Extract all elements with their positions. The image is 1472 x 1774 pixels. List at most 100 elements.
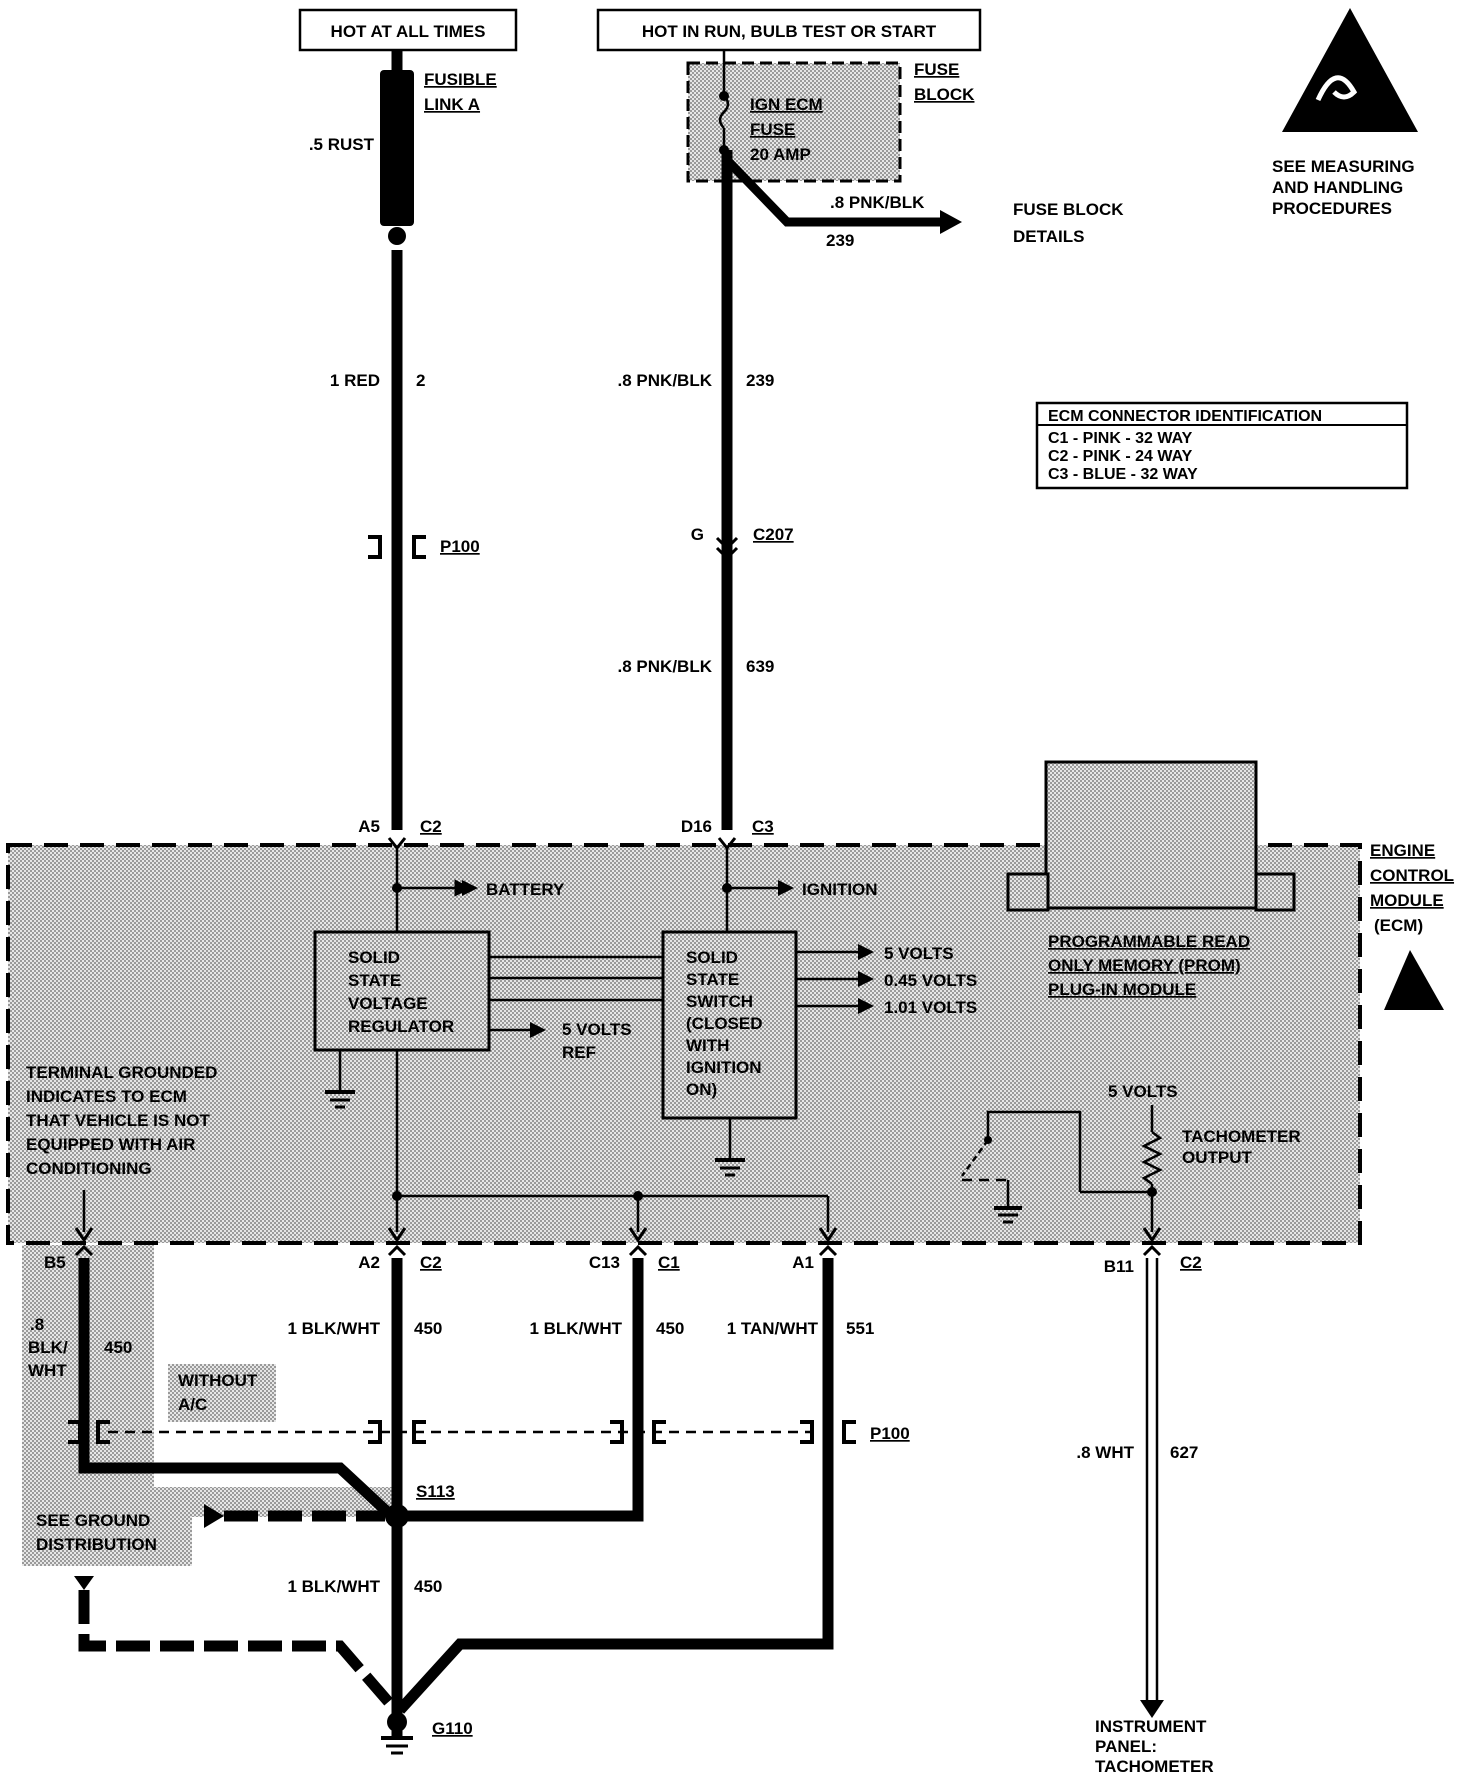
term-line-3: THAT VEHICLE IS NOT (26, 1111, 210, 1130)
prom-line-3: PLUG-IN MODULE (1048, 980, 1196, 999)
tach-label-1: TACHOMETER (1182, 1127, 1301, 1146)
hot-in-run-box (596, 8, 982, 52)
ecm-label-3: MODULE (1370, 891, 1444, 910)
b5-wire-1: .8 (30, 1315, 44, 1334)
ecm-label-2: CONTROL (1370, 866, 1454, 885)
reg-line-2: STATE (348, 971, 401, 990)
wire-b5-450 (78, 1258, 400, 1525)
ground-dist-2: DISTRIBUTION (36, 1535, 157, 1554)
p100-top-label: P100 (440, 537, 480, 556)
pullup-resistor (1141, 1131, 1163, 1185)
branch-wire-label: .8 PNK/BLK (830, 193, 925, 212)
wire-a1-551 (395, 1258, 834, 1714)
c13-wire: 1 BLK/WHT (529, 1319, 622, 1338)
fuse-block-label-1: FUSE (914, 60, 959, 79)
p100-bracket-right (412, 535, 426, 559)
g-wire: 1 BLK/WHT (287, 1577, 380, 1596)
splice-s113 (385, 1504, 409, 1528)
pin-b5: B5 (44, 1253, 66, 1272)
tach-5-volts: 5 VOLTS (1108, 1082, 1178, 1101)
ip-line-2: PANEL: (1095, 1737, 1157, 1756)
esd-line-1: SEE MEASURING (1272, 157, 1415, 176)
wire-1-red-circuit: 2 (416, 371, 425, 390)
ground-dist-1: SEE GROUND (36, 1511, 150, 1530)
b11-circuit: 627 (1170, 1443, 1198, 1462)
ignition-label: IGNITION (802, 880, 878, 899)
ecm-id-title: ECM CONNECTOR IDENTIFICATION (1048, 408, 1322, 425)
esd-line-3: PROCEDURES (1272, 199, 1392, 218)
sw-line-3: SWITCH (686, 992, 753, 1011)
b5-circuit: 450 (104, 1338, 132, 1357)
b11-wire: .8 WHT (1076, 1443, 1134, 1462)
sw-line-4: (CLOSED (686, 1014, 763, 1033)
splice-label: S113 (416, 1482, 455, 1501)
pin-d16: D16 (681, 817, 712, 836)
ign-wire-1-label: .8 PNK/BLK (618, 371, 713, 390)
ip-line-3: TACHOMETER (1095, 1757, 1214, 1774)
pin-a1: A1 (792, 1253, 814, 1272)
fuse-label-2: FUSE (750, 120, 795, 139)
esd-warning-icon (1282, 8, 1418, 132)
branch-wire-239 (723, 156, 942, 227)
ref-line-1: 5 VOLTS (562, 1020, 632, 1039)
ecm-id-box (1035, 401, 1409, 490)
ecm-id-row-3: C3 - BLUE - 32 WAY (1048, 466, 1198, 483)
pin-c13: C13 (589, 1253, 620, 1272)
hot-in-run-label: HOT IN RUN, BULB TEST OR START (642, 22, 937, 41)
b5-wire-2: BLK/ (28, 1338, 68, 1357)
ign-wire-1-circuit: 239 (746, 371, 774, 390)
pin-a2: A2 (358, 1253, 380, 1272)
sw-line-1: SOLID (686, 948, 738, 967)
branch-wire-circuit: 239 (826, 231, 854, 250)
wire-c13-450 (397, 1258, 644, 1522)
c207-connector (715, 536, 739, 551)
fuse-block-details-2: DETAILS (1013, 227, 1084, 246)
term-line-5: CONDITIONING (26, 1159, 152, 1178)
ign-wire-2-circuit: 639 (746, 657, 774, 676)
ecm-id-row-1: C1 - PINK - 32 WAY (1048, 430, 1193, 447)
fuse-label-1: IGN ECM (750, 95, 823, 114)
fusible-link-label-2: LINK A (424, 95, 480, 114)
sw-line-6: IGNITION (686, 1058, 762, 1077)
a1-circuit: 551 (846, 1319, 874, 1338)
out-5-volts: 5 VOLTS (884, 944, 954, 963)
hot-all-times-label: HOT AT ALL TIMES (331, 22, 486, 41)
tach-output-arrow (1140, 1700, 1164, 1718)
pin-b11-conn: C2 (1180, 1253, 1202, 1272)
sw-line-5: WITH (686, 1036, 729, 1055)
pin-a2-conn: C2 (420, 1253, 442, 1272)
voltage-regulator (313, 930, 491, 1052)
pin-b11: B11 (1104, 1257, 1134, 1276)
hot-all-times-box (298, 8, 518, 52)
ground-label: G110 (432, 1719, 473, 1738)
reg-line-1: SOLID (348, 948, 400, 967)
esd-small-icon (1384, 950, 1444, 1010)
reg-line-4: REGULATOR (348, 1017, 454, 1036)
c207-letter: G (691, 525, 704, 544)
fusible-link (380, 70, 414, 226)
g-circuit: 450 (414, 1577, 442, 1596)
p100-bottom-label: P100 (870, 1424, 910, 1443)
pin-d16-conn: C3 (752, 817, 774, 836)
without-ac-1: WITHOUT (178, 1371, 258, 1390)
ecm-label-4: (ECM) (1374, 916, 1423, 935)
sw-line-7: ON) (686, 1080, 717, 1099)
without-ac-shade (168, 1364, 276, 1422)
out-101-volts: 1.01 VOLTS (884, 998, 977, 1017)
ref-line-2: REF (562, 1043, 596, 1062)
term-line-2: INDICATES TO ECM (26, 1087, 187, 1106)
reg-line-3: VOLTAGE (348, 994, 428, 1013)
fuse-block-details-1: FUSE BLOCK (1013, 200, 1124, 219)
prom-line-1: PROGRAMMABLE READ (1048, 932, 1250, 951)
a2-wire: 1 BLK/WHT (287, 1319, 380, 1338)
pin-a5-conn: C2 (420, 817, 442, 836)
ecm-id-row-2: C2 - PINK - 24 WAY (1048, 448, 1193, 465)
term-line-4: EQUIPPED WITH AIR (26, 1135, 195, 1154)
c207-name: C207 (753, 525, 794, 544)
a2-circuit: 450 (414, 1319, 442, 1338)
ground-dist-shade (22, 1500, 192, 1566)
p100-bracket-left (368, 535, 382, 559)
term-line-1: TERMINAL GROUNDED (26, 1063, 217, 1082)
